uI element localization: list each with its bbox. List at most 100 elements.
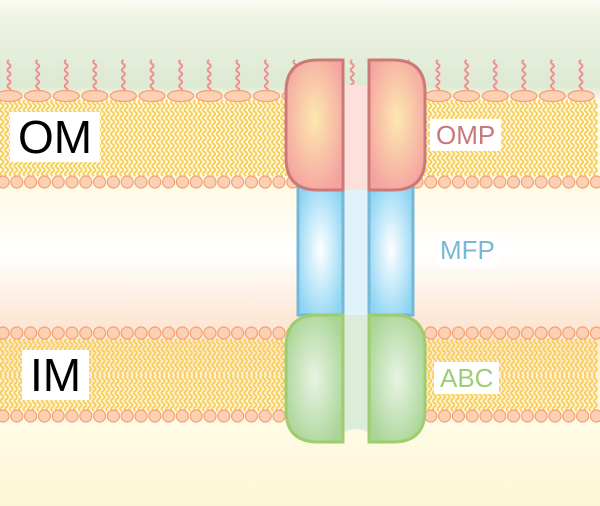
lipid-tail — [188, 99, 194, 141]
lipid-tail — [0, 338, 5, 376]
lipid-tail — [137, 139, 143, 177]
lipid-head — [465, 326, 479, 340]
lipid-tail — [119, 338, 125, 376]
lipid-head — [0, 326, 10, 340]
lipid-tail — [551, 99, 557, 141]
lipid-head — [438, 326, 452, 340]
lipid-tail — [224, 139, 230, 177]
lipid-tail — [0, 374, 5, 412]
lipid-head — [175, 326, 189, 340]
lipid-tail — [8, 374, 14, 412]
lipid-tail — [137, 338, 143, 376]
lipid-tail — [560, 374, 566, 412]
lipid-head — [252, 89, 280, 103]
lipid-tail — [119, 99, 125, 141]
lipid-head — [451, 409, 465, 423]
lipid-tail — [206, 338, 212, 376]
lipid-head — [548, 409, 562, 423]
lipid-head — [258, 409, 272, 423]
lipid-tail — [206, 139, 212, 177]
lipid-tail — [533, 374, 539, 412]
lipid-tail — [192, 374, 198, 412]
mfp-right — [367, 183, 415, 317]
lipid-tail — [546, 139, 552, 177]
lipid-tail — [192, 139, 198, 177]
lipid-head — [106, 175, 121, 189]
lipid-head — [189, 326, 203, 340]
lipid-head — [134, 175, 148, 189]
lipid-head — [589, 326, 600, 340]
lipid-head — [520, 175, 535, 189]
lipid-tail — [579, 374, 585, 412]
efflux-pump — [284, 58, 427, 444]
lipid-tail — [500, 139, 506, 177]
lipid-tail — [523, 374, 529, 412]
lipid-tail — [169, 139, 175, 177]
lipid-tail — [270, 139, 276, 177]
lipid-tail — [146, 99, 152, 141]
lipid-tail — [427, 99, 433, 141]
lipid-tail — [275, 374, 281, 412]
lipid-tail — [201, 374, 207, 412]
lps-chain — [206, 59, 212, 93]
lipid-tail — [247, 139, 253, 177]
lipid-tail — [574, 139, 580, 177]
lipid-tail — [252, 139, 258, 177]
lipid-tail — [160, 374, 166, 412]
lipid-tail — [257, 139, 263, 177]
lipid-head — [106, 326, 121, 340]
lipid-head — [520, 326, 535, 340]
lipid-tail — [528, 338, 534, 376]
lipid-tail — [142, 374, 148, 412]
lipid-tail — [266, 374, 272, 412]
lipid-tail — [537, 374, 543, 412]
lipid-head — [120, 175, 134, 189]
lipid-head — [109, 89, 138, 103]
lipid-head — [272, 409, 286, 423]
lps-chain — [464, 59, 470, 93]
mfp-left — [296, 183, 345, 317]
abc-channel — [343, 315, 369, 432]
lipid-tail — [137, 374, 143, 412]
lipid-tail — [500, 338, 506, 376]
lipid-head — [37, 175, 52, 189]
lipid-tail — [569, 338, 575, 376]
lipid-tail — [261, 374, 267, 412]
lps-chain — [549, 59, 555, 93]
lipid-tail — [280, 99, 286, 141]
lipid-head — [148, 175, 162, 189]
lipid-tail — [261, 99, 267, 141]
lipid-head — [493, 409, 507, 423]
lipid-tail — [514, 139, 520, 177]
lipid-tail — [215, 374, 221, 412]
lipid-tail — [565, 374, 571, 412]
lipid-tail — [201, 338, 207, 376]
lipid-head — [575, 326, 590, 340]
lipid-tail — [192, 99, 198, 141]
lipid-tail — [519, 99, 525, 141]
lps-chain — [120, 59, 126, 93]
lipid-tail — [220, 139, 226, 177]
lipid-tail — [4, 374, 10, 412]
lipid-head — [37, 326, 52, 340]
omp-channel — [343, 85, 369, 190]
lipid-head — [510, 89, 538, 103]
lipid-tail — [109, 99, 115, 141]
lipid-tail — [583, 139, 589, 177]
lps-chain — [35, 59, 41, 93]
lipid-head — [175, 409, 189, 423]
lipid-head — [175, 175, 189, 189]
lipid-tail — [579, 139, 585, 177]
lipid-tail — [96, 338, 102, 376]
lipid-tail — [188, 139, 194, 177]
lipid-tail — [257, 374, 263, 412]
lipid-tail — [243, 374, 249, 412]
lipid-tail — [169, 374, 175, 412]
lipid-head — [567, 89, 595, 103]
lipid-tail — [220, 374, 226, 412]
lipid-tail — [160, 338, 166, 376]
lipid-tail — [8, 338, 14, 376]
lipid-tail — [243, 139, 249, 177]
lipid-head — [24, 409, 38, 423]
lipid-tail — [151, 374, 157, 412]
